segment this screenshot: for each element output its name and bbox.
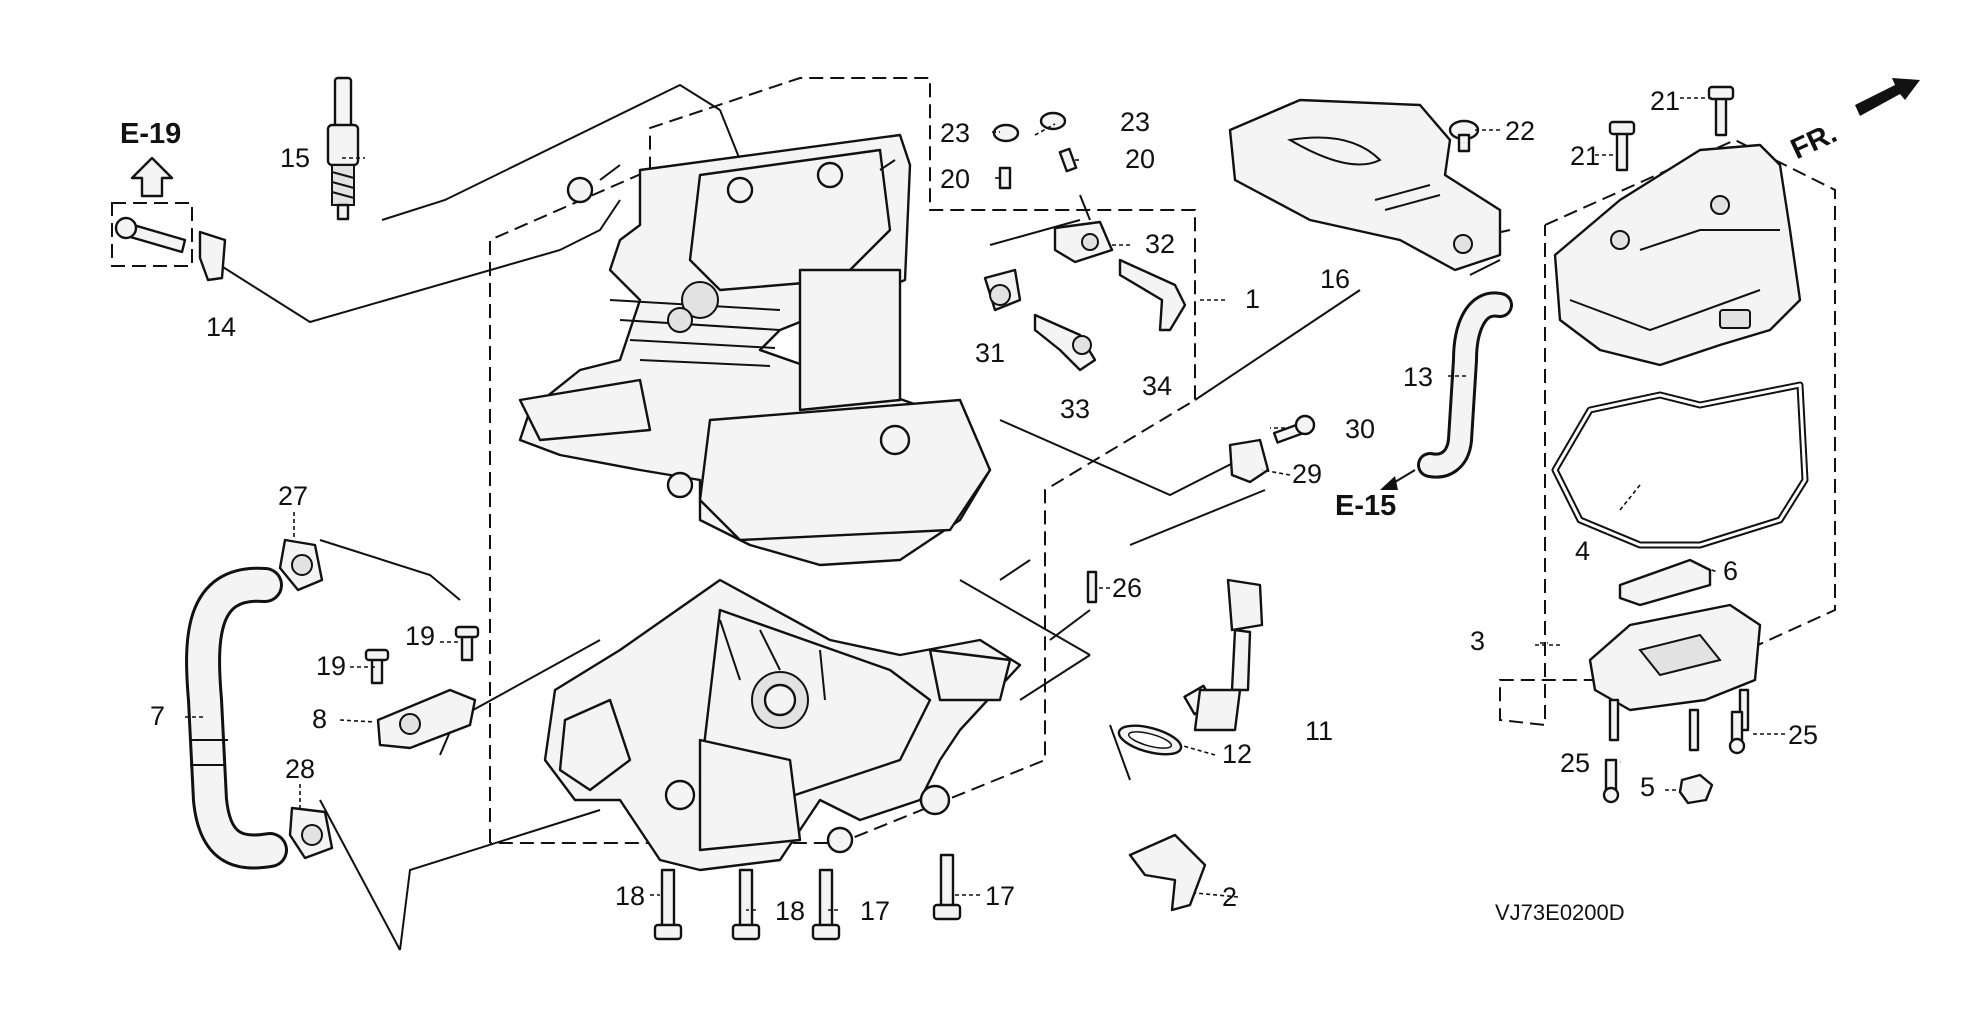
foam-6 <box>1618 558 1712 607</box>
clip-2 <box>1128 833 1207 912</box>
callout-25a: 25 <box>1788 720 1818 750</box>
ref-arrow-e19 <box>130 156 174 198</box>
callout-19a: 19 <box>316 651 346 681</box>
ref-arrow-e15 <box>1380 469 1416 490</box>
bolts-21 <box>1608 85 1735 172</box>
callout-25b: 25 <box>1560 748 1590 778</box>
nut-5 <box>1678 773 1714 805</box>
pin-26 <box>1086 570 1098 604</box>
ref-label-e19: E-19 <box>120 118 181 150</box>
callout-23a: 23 <box>940 118 970 148</box>
callout-21b: 21 <box>1570 141 1600 171</box>
callout-8: 8 <box>312 704 327 734</box>
callout-leaders <box>185 97 1785 911</box>
callout-30: 30 <box>1345 414 1375 444</box>
callout-7: 7 <box>150 701 165 731</box>
head-cover <box>1553 143 1802 367</box>
ref-label-e15: E-15 <box>1335 490 1396 522</box>
callout-6: 6 <box>1723 556 1738 586</box>
valve-parts <box>983 111 1187 372</box>
callout-3: 3 <box>1470 626 1485 656</box>
callout-28: 28 <box>285 754 315 784</box>
hose-13 <box>1417 291 1513 479</box>
hose-clamp-27 <box>278 538 324 592</box>
screws-19 <box>364 625 480 685</box>
callout-4: 4 <box>1575 536 1590 566</box>
callout-32: 32 <box>1145 229 1175 259</box>
head-cover-gasket <box>1551 381 1809 549</box>
callout-18b: 18 <box>775 896 805 926</box>
crankcase-lower <box>543 578 1022 872</box>
callout-34: 34 <box>1142 371 1172 401</box>
breather-base <box>1588 603 1762 752</box>
callout-20a: 20 <box>940 164 970 194</box>
bolts-17-18 <box>653 853 962 941</box>
callout-1: 1 <box>1245 284 1260 314</box>
screws-25 <box>1602 710 1746 804</box>
o-ring-12 <box>1117 724 1183 756</box>
callout-27: 27 <box>278 481 308 511</box>
spark-plug <box>326 76 360 221</box>
front-label: FR. <box>1786 117 1842 166</box>
callout-29: 29 <box>1292 459 1322 489</box>
bolt-22 <box>1448 119 1480 153</box>
callout-2: 2 <box>1222 882 1237 912</box>
bracket-8 <box>376 688 477 750</box>
callout-17a: 17 <box>860 896 890 926</box>
clip-29-bolt-30 <box>1228 414 1316 484</box>
hose-clamp-28 <box>288 806 334 860</box>
cover-plate-16 <box>1228 98 1502 272</box>
callout-31: 31 <box>975 338 1005 368</box>
callout-5: 5 <box>1640 772 1655 802</box>
callout-16: 16 <box>1320 264 1350 294</box>
engine-block <box>518 133 992 567</box>
callout-21a: 21 <box>1650 86 1680 116</box>
front-direction-arrow <box>1855 78 1920 116</box>
bolt-clip-14 <box>114 216 227 282</box>
callout-18a: 18 <box>615 881 645 911</box>
callout-11: 11 <box>1305 716 1333 746</box>
callout-15: 15 <box>280 143 310 173</box>
callout-23b: 23 <box>1120 107 1150 137</box>
callout-33: 33 <box>1060 394 1090 424</box>
image-code: VJ73E0200D <box>1495 900 1625 925</box>
callout-14: 14 <box>206 312 236 342</box>
oil-dipstick <box>1183 578 1264 732</box>
callout-17b: 17 <box>985 881 1015 911</box>
breather-hose <box>185 566 288 870</box>
callout-19b: 19 <box>405 621 435 651</box>
callout-13: 13 <box>1403 362 1433 392</box>
callout-20b: 20 <box>1125 144 1155 174</box>
callout-12: 12 <box>1222 739 1252 769</box>
callout-22: 22 <box>1505 116 1535 146</box>
callout-26: 26 <box>1112 573 1142 603</box>
